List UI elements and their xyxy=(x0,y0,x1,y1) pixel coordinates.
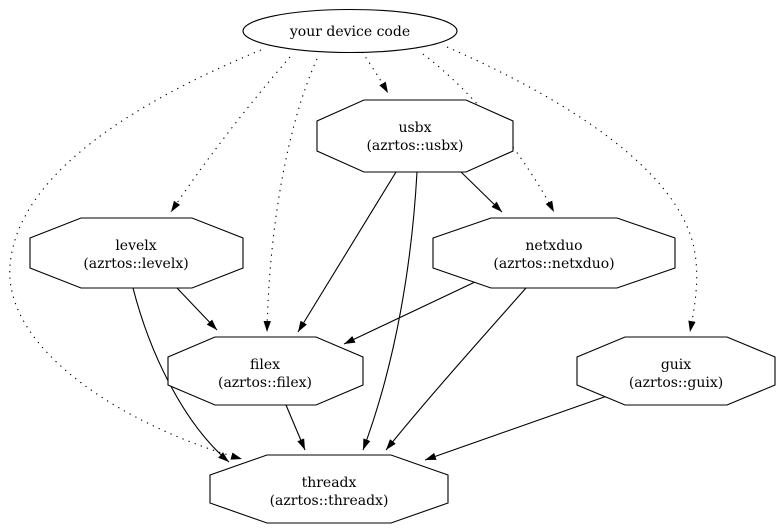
edge-guix-threadx xyxy=(424,395,608,461)
node-filex: filex (azrtos::filex) xyxy=(167,336,364,406)
usbx-pkg-label: (azrtos::usbx) xyxy=(366,138,463,154)
threadx-name-label: threadx xyxy=(302,475,357,491)
usbx-name-label: usbx xyxy=(398,120,431,136)
device-code-label: your device code xyxy=(289,24,410,40)
filex-name-label: filex xyxy=(250,357,280,373)
levelx-pkg-label: (azrtos::levelx) xyxy=(83,256,188,272)
edge-usbx-netxduo xyxy=(460,171,503,213)
node-guix: guix (azrtos::guix) xyxy=(576,336,776,406)
device-code-ellipse xyxy=(242,8,458,54)
edge-netxduo-threadx xyxy=(385,287,527,451)
levelx-octagon xyxy=(29,217,244,289)
node-threadx: threadx (azrtos::threadx) xyxy=(209,454,449,524)
levelx-name-label: levelx xyxy=(115,238,156,254)
guix-octagon xyxy=(576,336,776,406)
edge-device-usbx xyxy=(361,51,389,94)
usbx-octagon xyxy=(316,99,514,173)
guix-name-label: guix xyxy=(661,357,691,373)
edge-usbx-threadx xyxy=(362,171,418,451)
edge-device-guix xyxy=(446,46,698,333)
node-netxduo: netxduo (azrtos::netxduo) xyxy=(432,217,676,289)
filex-pkg-label: (azrtos::filex) xyxy=(218,375,312,391)
edge-netxduo-filex xyxy=(343,281,476,345)
netxduo-name-label: netxduo xyxy=(525,238,582,254)
edge-filex-threadx xyxy=(285,404,306,451)
node-usbx: usbx (azrtos::usbx) xyxy=(316,99,514,173)
netxduo-octagon xyxy=(432,217,676,289)
edge-device-filex xyxy=(263,58,318,333)
edge-levelx-filex xyxy=(176,287,218,331)
threadx-pkg-label: (azrtos::threadx) xyxy=(270,493,389,509)
edge-device-levelx xyxy=(170,56,291,213)
node-levelx: levelx (azrtos::levelx) xyxy=(29,217,244,289)
edge-device-threadx xyxy=(9,49,262,460)
netxduo-pkg-label: (azrtos::netxduo) xyxy=(493,256,614,272)
guix-pkg-label: (azrtos::guix) xyxy=(629,375,723,391)
edge-usbx-filex xyxy=(297,171,397,333)
filex-octagon xyxy=(167,336,364,406)
node-device-code: your device code xyxy=(242,8,458,54)
threadx-octagon xyxy=(209,454,449,524)
